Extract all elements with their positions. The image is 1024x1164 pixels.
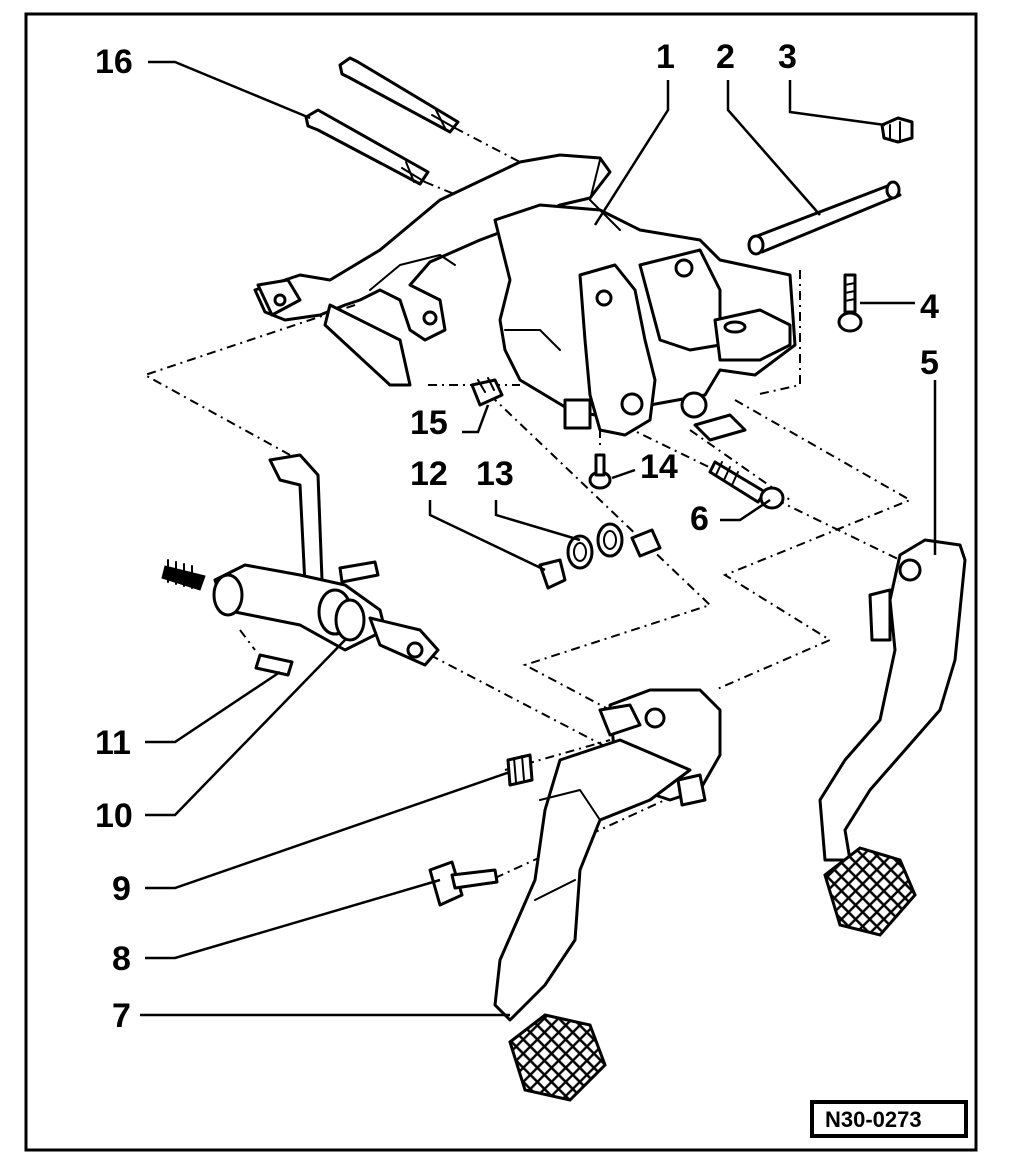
brake-pedal (818, 538, 967, 937)
callout-10: 10 (95, 797, 133, 835)
pivot-pin (747, 180, 902, 256)
callout-2: 2 (716, 38, 735, 76)
small-bolt-14 (588, 453, 612, 490)
reference-code: N30-0273 (825, 1107, 922, 1132)
clutch-master-cylinder (161, 453, 440, 677)
callout-8: 8 (112, 940, 131, 978)
callout-1: 1 (656, 38, 675, 76)
callout-6: 6 (690, 500, 709, 538)
bolt-lower (304, 108, 430, 186)
spring-parts (538, 522, 662, 590)
callout-12: 12 (410, 455, 448, 493)
small-bolt-4 (837, 273, 863, 333)
pedal-bracket (253, 153, 797, 442)
clip-15 (470, 377, 504, 407)
leader-lines (140, 60, 937, 1017)
mounting-bolts (304, 56, 460, 186)
callout-7: 7 (112, 997, 131, 1035)
callout-14: 14 (640, 448, 678, 486)
callout-15: 15 (410, 404, 448, 442)
callout-11: 11 (95, 724, 131, 762)
callout-13: 13 (476, 455, 514, 493)
callout-4: 4 (920, 288, 939, 326)
reference-code-box: N30-0273 (810, 1100, 968, 1138)
callout-3: 3 (778, 38, 797, 76)
callout-16: 16 (95, 43, 133, 81)
retaining-clip (880, 116, 914, 144)
clutch-pedal (493, 688, 722, 1102)
diagram-frame (24, 12, 978, 1152)
clip-9 (506, 753, 534, 787)
bolt-upper (338, 56, 460, 134)
callout-5: 5 (920, 344, 939, 382)
callout-labels: 16 1 2 3 4 5 15 12 13 14 6 11 10 9 8 7 (95, 38, 939, 1035)
bracket-8 (428, 860, 499, 907)
callout-9: 9 (112, 870, 131, 908)
